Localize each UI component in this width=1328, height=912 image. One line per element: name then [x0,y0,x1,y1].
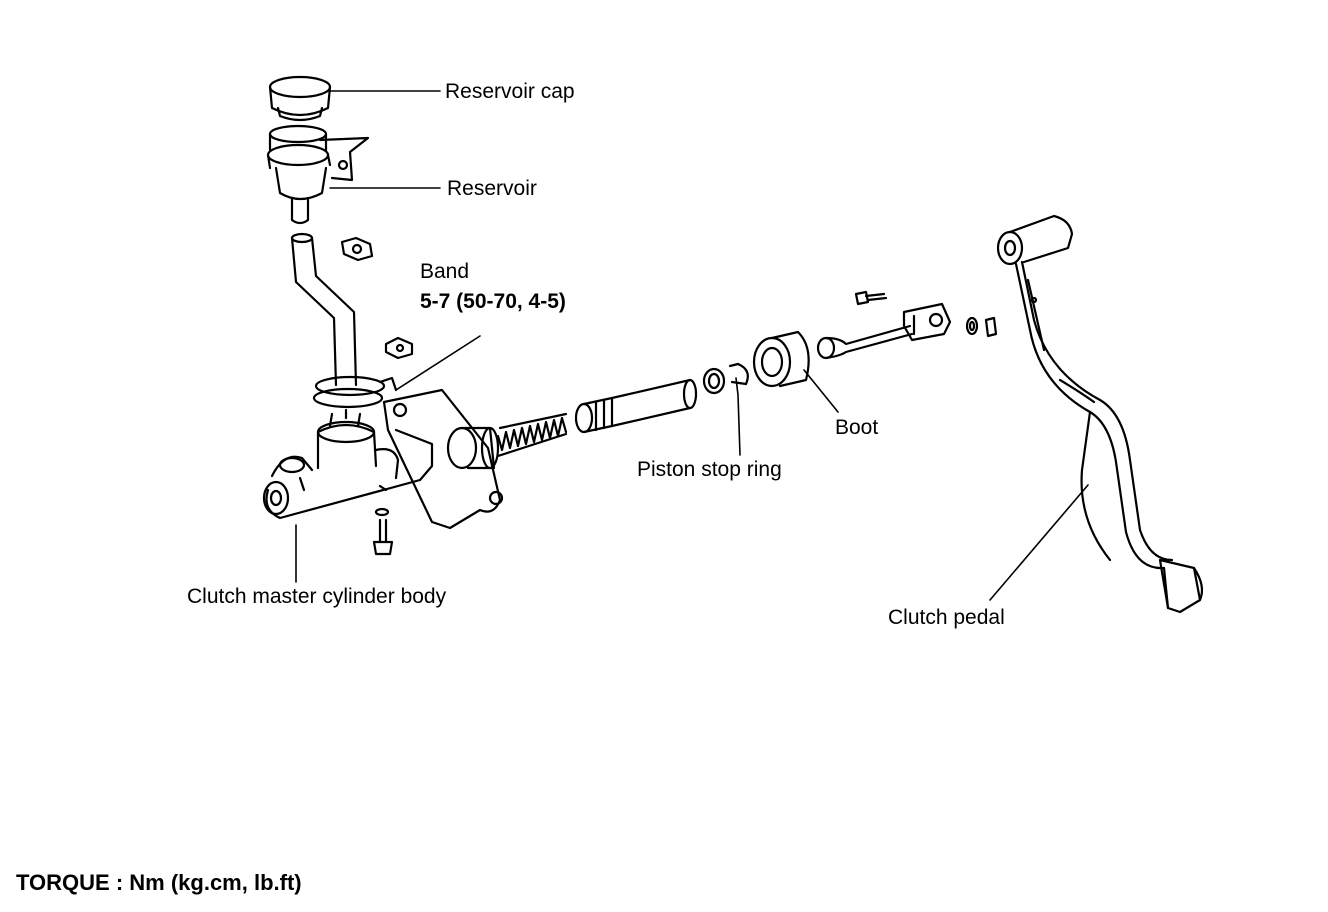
label-reservoir-cap: Reservoir cap [445,80,575,103]
label-reservoir: Reservoir [447,177,537,200]
clevis-bolt-part [854,290,888,306]
reservoir-cap-part [268,75,332,122]
master-cylinder-body-part [262,408,434,520]
label-band: Band [420,260,470,283]
label-boot: Boot [835,416,879,439]
clevis-washer-part [965,316,979,336]
leader-lines [295,90,1089,601]
label-band-torque: 5-7 (50-70, 4-5) [420,290,566,313]
body-bolt-part [372,507,394,556]
mounting-flange-part [382,388,504,530]
clutch-pedal-part [996,214,1204,614]
push-rod-part [816,302,952,360]
label-clutch-pedal: Clutch pedal [888,606,1005,629]
band-part [312,375,398,409]
torque-units-note: TORQUE : Nm (kg.cm, lb.ft) [16,870,302,895]
piston-part [574,378,698,434]
label-clutch-master-cylinder-body: Clutch master cylinder body [187,585,447,608]
return-spring-part [496,412,568,458]
reservoir-part [266,124,370,225]
boot-part [752,330,810,388]
hose-clip-upper [340,236,374,262]
hose-clip-lower [384,336,414,360]
piston-stop-ring-part [728,362,749,386]
clevis-clip-part [984,316,998,338]
reservoir-hose [290,232,358,387]
label-piston-stop-ring: Piston stop ring [637,458,782,481]
piston-washer-part [702,367,726,395]
